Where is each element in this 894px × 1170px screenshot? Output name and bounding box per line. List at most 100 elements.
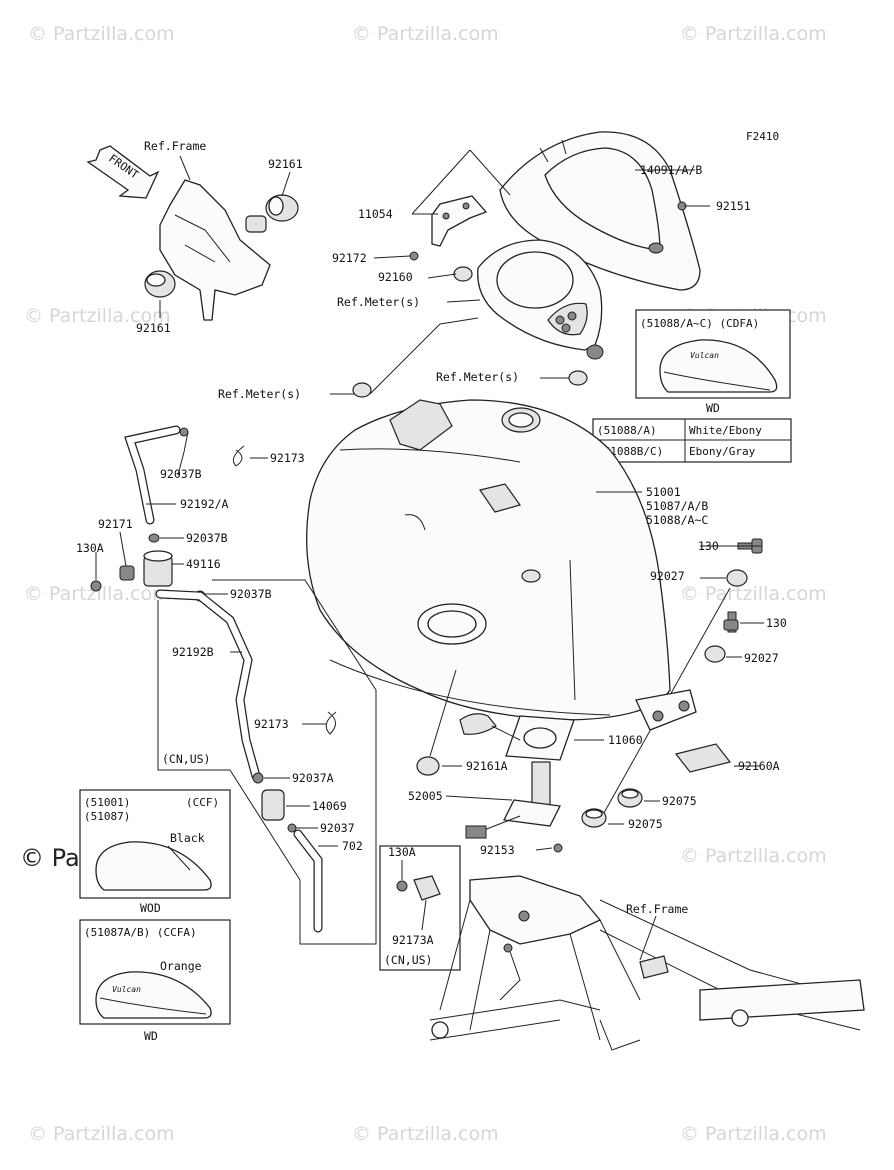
cushion-92161a bbox=[416, 756, 440, 776]
label-49116: 49116 bbox=[186, 557, 221, 571]
inset-ccf-color: Black bbox=[170, 831, 205, 845]
label-130: 130 bbox=[766, 616, 787, 630]
label-92075: 92075 bbox=[628, 817, 663, 831]
label-92161: 92161 bbox=[268, 157, 303, 171]
clamp-92037 bbox=[287, 823, 297, 833]
nut-92172 bbox=[409, 251, 419, 261]
float-arm bbox=[459, 713, 521, 741]
label-92160a: 92160A bbox=[738, 759, 780, 773]
label-92173: 92173 bbox=[270, 451, 305, 465]
label-14069: 14069 bbox=[312, 799, 347, 813]
grommet bbox=[568, 370, 588, 386]
hose-92192a bbox=[124, 425, 181, 525]
label-92037a: 92037A bbox=[292, 771, 334, 785]
watermark: © Partzilla.com bbox=[352, 1123, 499, 1145]
color-table: (51088/A) White/Ebony (51088B/C) Ebony/G… bbox=[592, 418, 792, 463]
watermark: © Partzilla.com bbox=[680, 845, 827, 867]
inset-ccfa-header: (51087A/B) (CCFA) bbox=[84, 926, 197, 939]
inset-ccf-line1-right: (CCF) bbox=[186, 796, 219, 809]
label-51088: 51088/A~C bbox=[646, 513, 708, 527]
clip-92173 bbox=[232, 445, 245, 467]
label-92037b: 92037B bbox=[230, 587, 272, 601]
filter-14069 bbox=[261, 789, 285, 821]
front-arrow-icon: FRONT bbox=[86, 145, 160, 199]
label-92160: 92160 bbox=[378, 270, 413, 284]
label-52005: 52005 bbox=[408, 789, 443, 803]
label-92173: 92173 bbox=[254, 717, 289, 731]
label-92171: 92171 bbox=[98, 517, 133, 531]
washer-92027 bbox=[726, 569, 748, 587]
label-92161: 92161 bbox=[136, 321, 171, 335]
label-92151: 92151 bbox=[716, 199, 751, 213]
hose-92192b bbox=[155, 589, 261, 781]
grommet-92160 bbox=[453, 266, 473, 282]
watermark: © Partzilla.com bbox=[680, 1123, 827, 1145]
label-92037b: 92037B bbox=[186, 531, 228, 545]
bolt-130 bbox=[723, 611, 739, 633]
label-92173a: 92173A bbox=[392, 933, 434, 947]
inset-ccfa: (51087A/B) (CCFA) Orange Vulcan WD bbox=[79, 919, 231, 1043]
damper-92075 bbox=[581, 808, 607, 828]
frame-neck-drawing bbox=[159, 179, 271, 321]
inset-cdfa: (51088/A~C) (CDFA) Vulcan WD bbox=[635, 309, 791, 415]
label-ref-meter: Ref.Meter(s) bbox=[436, 370, 519, 384]
label-14091: 14091/A/B bbox=[640, 163, 702, 177]
label-92161a: 92161A bbox=[466, 759, 508, 773]
hose-702 bbox=[293, 829, 323, 933]
label-92027: 92027 bbox=[650, 569, 685, 583]
label-51001: 51001 bbox=[646, 485, 681, 499]
inset-ccfa-caption: WD bbox=[144, 1029, 158, 1043]
tank-rear-bracket bbox=[635, 689, 697, 731]
clip-92173 bbox=[325, 711, 337, 735]
meter-assembly bbox=[477, 239, 604, 360]
label-92075: 92075 bbox=[662, 794, 697, 808]
grommet bbox=[352, 382, 372, 398]
label-cn-us: (CN,US) bbox=[384, 953, 432, 967]
color-table-code: (51088/A) bbox=[597, 424, 657, 437]
label-92192a: 92192/A bbox=[180, 497, 229, 511]
label-130a: 130A bbox=[388, 845, 416, 859]
bolt-130a bbox=[90, 580, 102, 592]
damper-92075 bbox=[617, 788, 643, 808]
label-11054: 11054 bbox=[358, 207, 393, 221]
label-702: 702 bbox=[342, 839, 363, 853]
label-130a: 130A bbox=[76, 541, 104, 555]
label-ref-meter: Ref.Meter(s) bbox=[337, 295, 420, 309]
watermark: © Partzilla.com bbox=[24, 583, 171, 605]
clamp-92037a bbox=[252, 772, 264, 784]
watermark: © Partzilla.com bbox=[28, 1123, 175, 1145]
inset-cdfa-badge: Vulcan bbox=[690, 351, 719, 360]
inset-cdfa-header: (51088/A~C) (CDFA) bbox=[640, 317, 759, 330]
watermark: © Partzilla.com bbox=[28, 23, 175, 45]
watermark: © Partzilla.com bbox=[24, 305, 171, 327]
color-table-color: Ebony/Gray bbox=[689, 445, 756, 458]
label-ref-frame: Ref.Frame bbox=[626, 902, 688, 916]
meter-cover-14091 bbox=[499, 131, 701, 291]
frame-bottom-drawing bbox=[429, 875, 865, 1051]
inset-ccfa-badge: Vulcan bbox=[112, 985, 141, 994]
label-130: 130 bbox=[698, 539, 719, 553]
gasket-11060 bbox=[505, 715, 575, 761]
watermark: © Partzilla.com bbox=[680, 583, 827, 605]
pump-52005 bbox=[465, 761, 561, 839]
label-ref-frame: Ref.Frame bbox=[144, 139, 206, 153]
inset-ccf-caption: WOD bbox=[140, 901, 161, 915]
label-92027: 92027 bbox=[744, 651, 779, 665]
knob-92161-top bbox=[265, 194, 299, 222]
color-table-color: White/Ebony bbox=[689, 424, 762, 437]
label-51087: 51087/A/B bbox=[646, 499, 708, 513]
inset-ccfa-color: Orange bbox=[160, 959, 202, 973]
bolt-92153 bbox=[553, 843, 563, 853]
bracket-11054 bbox=[431, 195, 488, 247]
label-92192b: 92192B bbox=[172, 645, 214, 659]
knob-92161-bottom bbox=[144, 270, 176, 298]
fuel-tank-51001 bbox=[306, 399, 671, 721]
label-92172: 92172 bbox=[332, 251, 367, 265]
label-92153: 92153 bbox=[480, 843, 515, 857]
inset-cn-us-clamp: 130A 92173A (CN,US) bbox=[379, 845, 461, 971]
inset-ccf-line2: (51087) bbox=[84, 810, 130, 823]
bracket-92171 bbox=[119, 565, 135, 581]
label-ref-meter: Ref.Meter(s) bbox=[218, 387, 301, 401]
inset-ccf-line1-left: (51001) bbox=[84, 796, 130, 809]
